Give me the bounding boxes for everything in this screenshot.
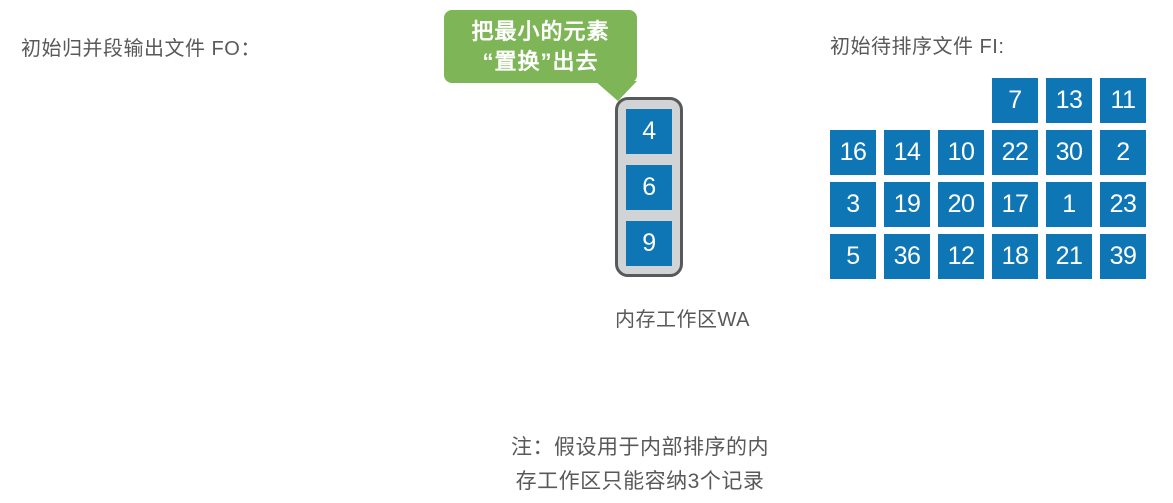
callout-bubble: 把最小的元素 “置换”出去 [444, 10, 637, 83]
fi-cell: 20 [938, 182, 984, 227]
wa-cell: 4 [626, 108, 672, 154]
input-file-fi-label: 初始待排序文件 FI: [830, 36, 1005, 58]
note-line1: 注：假设用于内部排序的内 [511, 436, 769, 459]
callout-tail-pointer [595, 81, 637, 101]
fi-cell: 17 [992, 182, 1038, 227]
callout-text-line1: 把最小的元素 [471, 18, 610, 44]
work-area-box: 4 6 9 [615, 97, 683, 277]
fi-cell-empty [938, 78, 984, 123]
fi-cell: 13 [1046, 78, 1092, 123]
fi-cell: 23 [1100, 182, 1146, 227]
fi-cell: 7 [992, 78, 1038, 123]
note-line2: 存工作区只能容纳3个记录 [515, 470, 765, 493]
fi-cell: 30 [1046, 130, 1092, 175]
callout-text-line2: “置换”出去 [482, 48, 599, 74]
fi-cell: 3 [830, 182, 876, 227]
fi-cell: 36 [884, 234, 930, 279]
fi-cell: 21 [1046, 234, 1092, 279]
fi-cell: 12 [938, 234, 984, 279]
fi-cell: 5 [830, 234, 876, 279]
fi-cell: 16 [830, 130, 876, 175]
fi-cell: 22 [992, 130, 1038, 175]
fi-cell-empty [884, 78, 930, 123]
fi-cell: 11 [1100, 78, 1146, 123]
fi-cell: 2 [1100, 130, 1146, 175]
work-area-label: 内存工作区WA [615, 309, 750, 331]
fi-cell: 19 [884, 182, 930, 227]
fi-cell: 14 [884, 130, 930, 175]
fi-cell: 1 [1046, 182, 1092, 227]
output-file-fo-label: 初始归并段输出文件 FO： [21, 38, 261, 60]
fi-cell: 10 [938, 130, 984, 175]
fi-cell: 18 [992, 234, 1038, 279]
wa-cell: 6 [626, 164, 672, 210]
wa-cell: 9 [626, 220, 672, 266]
fi-cell: 39 [1100, 234, 1146, 279]
bottom-note: 注：假设用于内部排序的内 存工作区只能容纳3个记录 [380, 431, 900, 499]
fi-cell-empty [830, 78, 876, 123]
